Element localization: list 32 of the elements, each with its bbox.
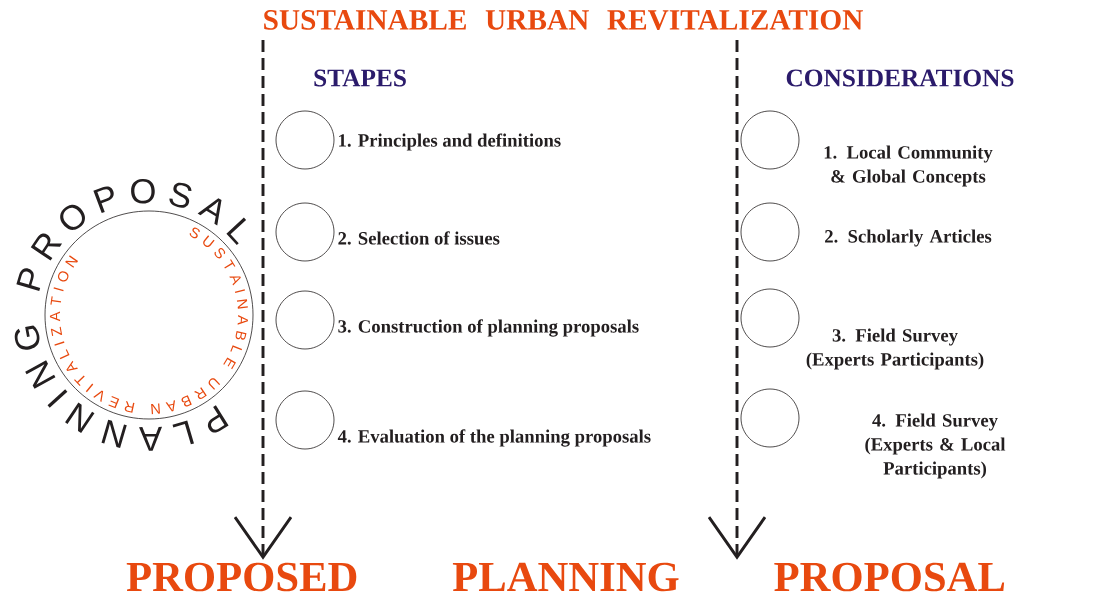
numbered-step: 1. Principles and definitions	[275, 110, 561, 170]
node-label: P	[16, 268, 41, 292]
node-label: P	[93, 186, 114, 214]
node-label: 1. Local Community & Global Concepts	[824, 145, 993, 187]
numbered-step: 4. Field Survey (Experts & Local Participants)	[740, 388, 1006, 479]
node-label: 1. Principles and definitions	[339, 133, 561, 151]
node-label: S	[169, 182, 192, 208]
node-label: 4. Field Survey	[872, 413, 998, 431]
numbered-step: 3. Field Survey (Experts Participants)	[740, 288, 984, 370]
node-label: 3. Field Survey	[832, 328, 958, 346]
column-heading: STAPES	[314, 69, 406, 87]
node-label: L	[172, 420, 194, 445]
node-label: O	[131, 178, 155, 204]
node-label: 3. Construction of planning proposals	[338, 319, 639, 337]
numbered-step: 1. Local Community & Global Concepts	[740, 110, 993, 187]
numbered-step: 3. Construction of planning proposals	[275, 290, 639, 350]
node-label: (Experts & Local Participants)	[865, 437, 1006, 479]
heading: SUSTAINABLE URBAN REVITALIZATION	[264, 10, 863, 30]
node-label: 4. Evaluation of the planning proposals	[337, 429, 651, 447]
node-label: 2. Scholarly Articles	[825, 229, 992, 247]
dashed-arrow	[707, 40, 767, 560]
conclusion-heading: PROPOSED PLANNING PROPOSAL	[126, 562, 1005, 592]
node-label: A	[139, 426, 163, 451]
dashed-arrow	[233, 40, 293, 560]
node-label: N	[101, 419, 127, 449]
numbered-step: 2. Scholarly Articles	[740, 202, 992, 262]
node-label: 2. Selection of issues	[338, 231, 500, 245]
column-heading: CONSIDERATIONS	[786, 69, 1014, 87]
numbered-step: 2. Selection of issues	[275, 202, 500, 262]
numbered-step: 4. Evaluation of the planning proposals	[275, 390, 651, 450]
node-label: (Experts Participants)	[806, 352, 984, 370]
node-label: G	[14, 325, 40, 350]
